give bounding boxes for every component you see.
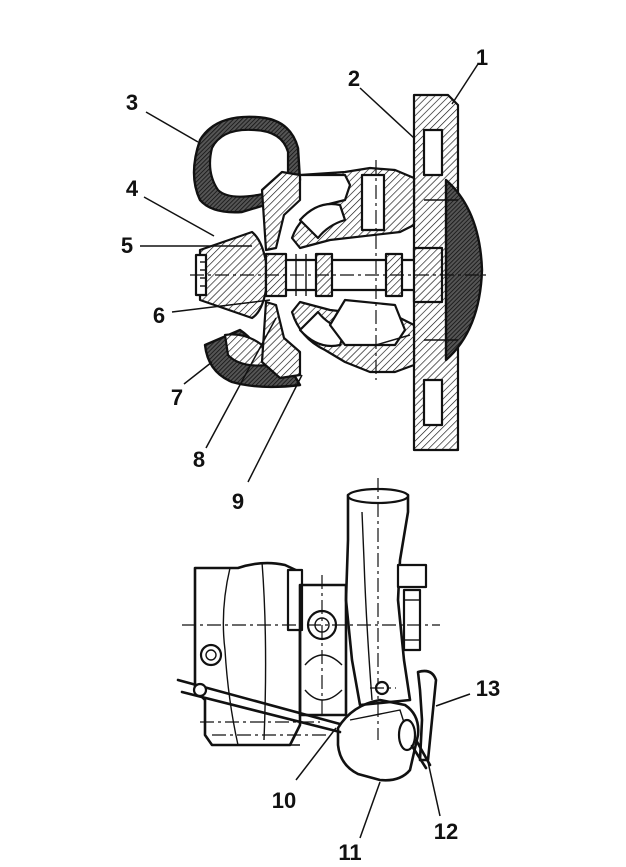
callout-3: 3: [125, 90, 139, 115]
callout-10: 10: [271, 788, 297, 813]
bearing-housing: [290, 166, 416, 374]
leader-1: [451, 63, 479, 105]
callout-1: 1: [475, 45, 489, 70]
actuator-rod: [176, 678, 342, 734]
leader-9: [247, 374, 303, 483]
centre-housing: [298, 575, 348, 720]
leader-12: [427, 761, 441, 817]
callout-12: 12: [433, 819, 459, 844]
callout-4: 4: [125, 176, 139, 201]
callout-13: 13: [475, 676, 501, 701]
leader-6: [171, 299, 271, 313]
leader-13: [435, 693, 471, 707]
callout-9: 9: [231, 489, 245, 514]
callout-8: 8: [192, 447, 206, 472]
sectional-view: [140, 63, 490, 483]
external-view: [176, 478, 471, 839]
leader-3: [145, 111, 199, 143]
callout-6: 6: [152, 303, 166, 328]
callout-5: 5: [120, 233, 134, 258]
leader-2: [359, 87, 415, 139]
back-plate: [260, 170, 302, 380]
compressor-body: [193, 561, 330, 747]
leader-4: [143, 196, 215, 237]
callout-7: 7: [170, 385, 184, 410]
turbine-outlet-elbow: [344, 478, 428, 740]
leader-7: [183, 361, 213, 385]
turbine-shaft: [190, 246, 490, 304]
callout-11: 11: [338, 840, 362, 865]
callout-2: 2: [347, 66, 361, 91]
leader-10: [295, 727, 337, 781]
wastegate-actuator: [336, 698, 432, 782]
leader-11: [359, 781, 381, 839]
leader-8: [205, 317, 277, 449]
